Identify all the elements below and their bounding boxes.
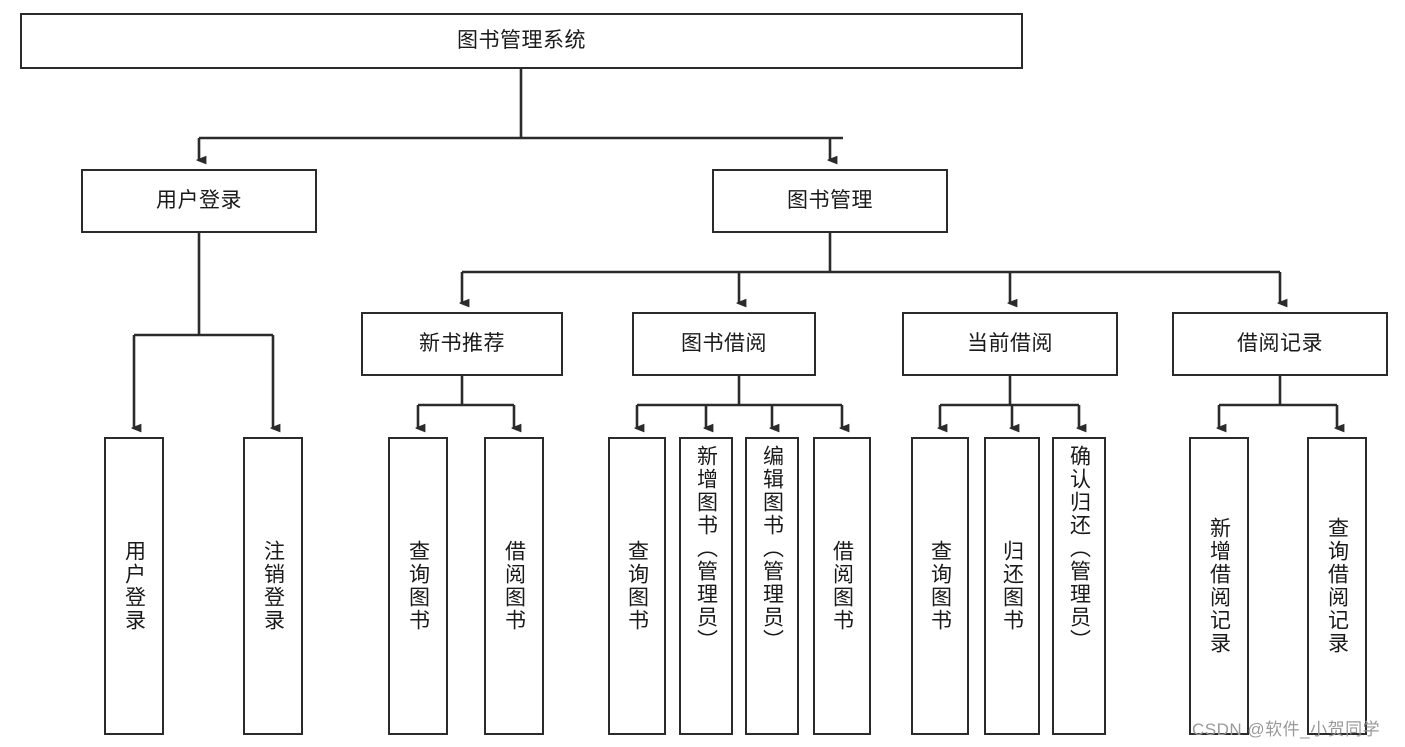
node-current-borrow-label: 当前借阅 (967, 331, 1053, 355)
node-leaf-add-book[interactable]: 新增图书（管理员） (679, 437, 733, 735)
node-leaf-user-login[interactable]: 用户登录 (104, 437, 164, 735)
node-root[interactable]: 图书管理系统 (20, 13, 1023, 69)
node-user-login-label: 用户登录 (156, 188, 242, 212)
node-user-login[interactable]: 用户登录 (81, 169, 317, 233)
node-leaf-query-book-3-label: 查询图书 (928, 540, 952, 632)
node-leaf-query-book-1-label: 查询图书 (406, 540, 430, 632)
node-new-book-rec-label: 新书推荐 (419, 331, 505, 355)
node-leaf-borrow-book-2[interactable]: 借阅图书 (813, 437, 871, 735)
node-leaf-add-record[interactable]: 新增借阅记录 (1189, 437, 1249, 735)
node-leaf-logout[interactable]: 注销登录 (243, 437, 303, 735)
node-leaf-return-book[interactable]: 归还图书 (984, 437, 1040, 735)
node-leaf-query-record-label: 查询借阅记录 (1325, 517, 1349, 655)
node-book-borrow[interactable]: 图书借阅 (632, 312, 816, 376)
csdn-watermark: CSDN @软件_小贺同学 (1192, 720, 1381, 739)
node-book-borrow-label: 图书借阅 (681, 331, 767, 355)
node-leaf-confirm-return[interactable]: 确认归还（管理员） (1052, 437, 1106, 735)
node-leaf-borrow-book-1[interactable]: 借阅图书 (484, 437, 544, 735)
node-leaf-confirm-return-label: 确认归还（管理员） (1067, 445, 1091, 652)
node-leaf-edit-book[interactable]: 编辑图书（管理员） (745, 437, 799, 735)
node-leaf-user-login-label: 用户登录 (122, 540, 146, 632)
node-leaf-borrow-book-2-label: 借阅图书 (830, 540, 854, 632)
node-leaf-query-book-2-label: 查询图书 (625, 540, 649, 632)
node-leaf-query-book-1[interactable]: 查询图书 (388, 437, 448, 735)
node-borrow-record[interactable]: 借阅记录 (1172, 312, 1388, 376)
node-leaf-borrow-book-1-label: 借阅图书 (502, 540, 526, 632)
node-leaf-query-record[interactable]: 查询借阅记录 (1307, 437, 1367, 735)
node-leaf-query-book-3[interactable]: 查询图书 (911, 437, 969, 735)
node-leaf-logout-label: 注销登录 (261, 540, 285, 632)
node-new-book-rec[interactable]: 新书推荐 (361, 312, 563, 376)
node-leaf-add-record-label: 新增借阅记录 (1207, 517, 1231, 655)
node-book-manage-label: 图书管理 (787, 188, 873, 212)
node-leaf-add-book-label: 新增图书（管理员） (694, 445, 718, 652)
node-current-borrow[interactable]: 当前借阅 (902, 312, 1118, 376)
node-leaf-query-book-2[interactable]: 查询图书 (608, 437, 666, 735)
node-borrow-record-label: 借阅记录 (1237, 331, 1323, 355)
node-book-manage[interactable]: 图书管理 (712, 169, 948, 233)
node-root-label: 图书管理系统 (457, 28, 586, 52)
node-leaf-return-book-label: 归还图书 (1000, 540, 1024, 632)
node-leaf-edit-book-label: 编辑图书（管理员） (760, 445, 784, 652)
